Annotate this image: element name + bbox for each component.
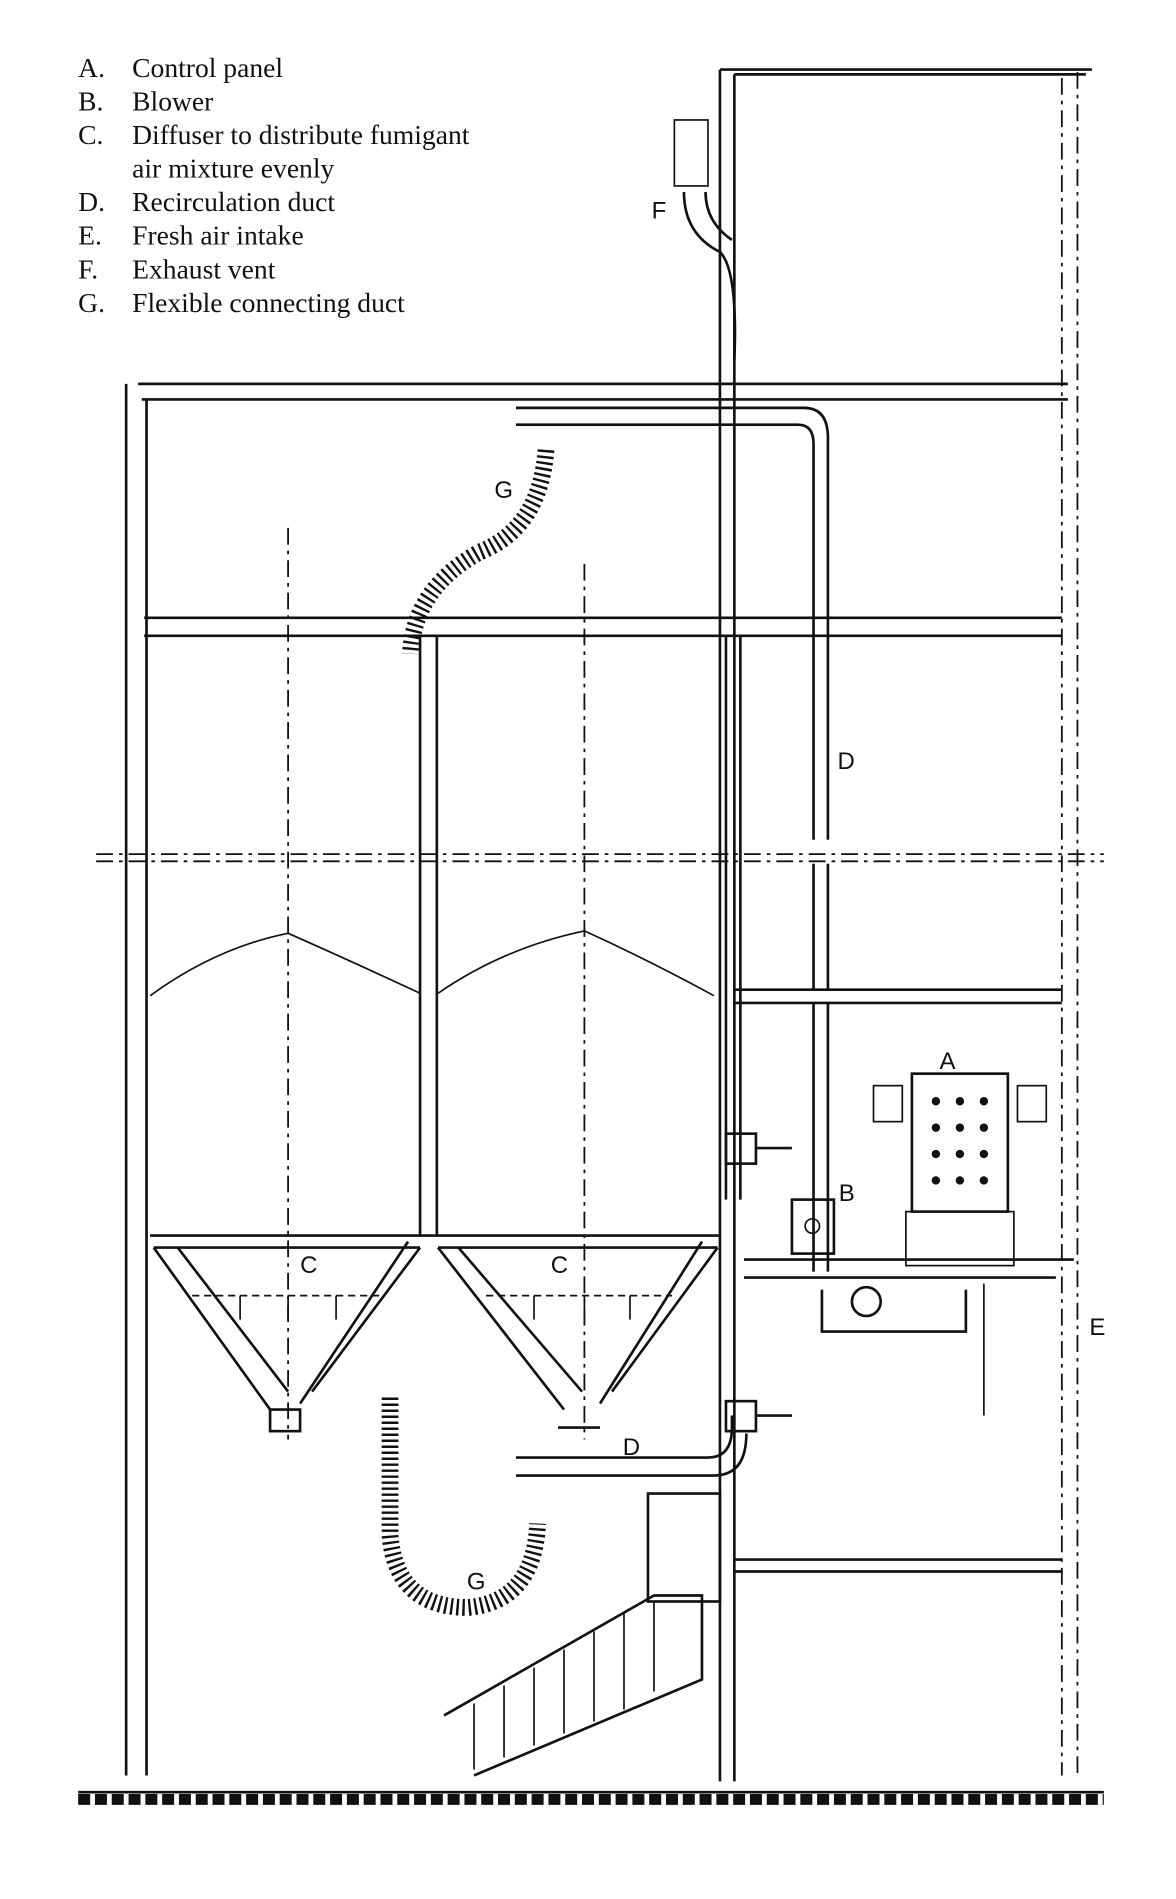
- conveyor-stair: [443, 1492, 722, 1777]
- legend-text: Recirculation duct: [132, 186, 335, 217]
- legend-text: Exhaust vent: [132, 253, 276, 284]
- label-g-upper: G: [494, 477, 513, 504]
- label-d-upper: D: [838, 748, 855, 775]
- legend-text: Control panel: [132, 52, 283, 83]
- legend: A. Control panel B. Blower C. Diffuser to d…: [78, 52, 470, 318]
- legend-key: C.: [78, 119, 103, 150]
- legend-text: Blower: [132, 85, 213, 116]
- legend-item-g: G. Flexible connecting duct: [78, 287, 405, 318]
- label-a: A: [939, 1048, 955, 1075]
- blower: [743, 1198, 1074, 1416]
- ducts: [381, 119, 830, 1616]
- label-c-right: C: [551, 1252, 568, 1279]
- label-d-lower: D: [623, 1434, 640, 1461]
- legend-key: G.: [78, 287, 105, 318]
- control-panel: [872, 1072, 1048, 1267]
- legend-key: B.: [78, 85, 103, 116]
- label-b: B: [839, 1180, 855, 1207]
- flexible-duct-upper: [402, 449, 555, 655]
- grain-bins: [149, 930, 720, 1433]
- legend-item-c: C. Diffuser to distribute fumigant: [78, 119, 470, 150]
- legend-item-a: A. Control panel: [78, 52, 283, 83]
- legend-item-e: E. Fresh air intake: [78, 220, 304, 251]
- legend-key: F.: [78, 253, 98, 284]
- legend-key: E.: [78, 220, 102, 251]
- label-f: F: [652, 197, 667, 224]
- legend-text: Diffuser to distribute fumigant: [132, 119, 470, 150]
- legend-item-f: F. Exhaust vent: [78, 253, 276, 284]
- legend-text: Fresh air intake: [132, 220, 304, 251]
- legend-item-c-cont: air mixture evenly: [132, 153, 334, 184]
- legend-item-d: D. Recirculation duct: [78, 186, 335, 217]
- ground-hatching: [78, 1790, 1104, 1805]
- legend-key: A.: [78, 52, 105, 83]
- label-e: E: [1089, 1314, 1105, 1341]
- label-g-lower: G: [467, 1568, 486, 1595]
- legend-text: air mixture evenly: [132, 153, 334, 184]
- legend-key: D.: [78, 186, 105, 217]
- legend-item-b: B. Blower: [78, 85, 213, 116]
- flexible-duct-lower: [381, 1397, 547, 1616]
- building-structure: [96, 68, 1104, 1782]
- legend-text: Flexible connecting duct: [132, 287, 405, 318]
- label-c-left: C: [300, 1252, 317, 1279]
- exhaust-vent-cap: [673, 119, 709, 187]
